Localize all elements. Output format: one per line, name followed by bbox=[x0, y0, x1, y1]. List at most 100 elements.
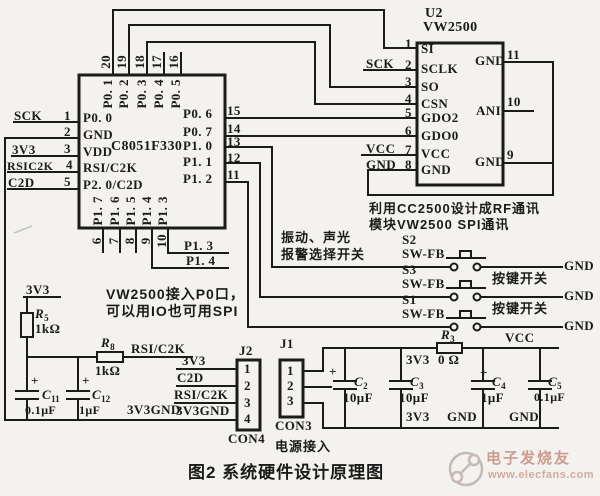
pin-number: 12 bbox=[227, 150, 241, 165]
pin-number: 20 bbox=[98, 54, 114, 69]
annotation-power-in: 电源接入 bbox=[275, 439, 332, 454]
connector-type-con4: CON4 bbox=[228, 431, 265, 446]
resistor-r5 bbox=[20, 312, 34, 338]
pin-label-p16: P1. 6 bbox=[107, 196, 123, 226]
pin-number: 8 bbox=[122, 237, 138, 245]
pin-number: 3 bbox=[405, 74, 412, 89]
component-ref-r8: R8 bbox=[101, 335, 115, 352]
pin-number: 3 bbox=[64, 141, 71, 156]
net-label-vcc: VCC bbox=[366, 141, 396, 156]
net-label-rsic2k: RSIC2K bbox=[7, 159, 54, 173]
net-label-3v3: 3V3 bbox=[406, 352, 430, 367]
pin-number: 2 bbox=[405, 57, 412, 72]
net-label-p13: P1. 3 bbox=[184, 238, 214, 253]
left-rc-network bbox=[15, 296, 193, 421]
wire-p12-s1 bbox=[224, 181, 563, 328]
net-label-c2d: C2D bbox=[177, 370, 204, 385]
net-label-gnd: GND bbox=[564, 258, 595, 273]
component-value-r8: 1kΩ bbox=[95, 363, 121, 378]
component-ref-c3: C3 bbox=[410, 374, 424, 391]
pin-number: 4 bbox=[244, 411, 251, 426]
pin-label-p14: P1. 4 bbox=[139, 196, 155, 226]
net-label-rsi-c2k: RSI/C2K bbox=[131, 341, 186, 356]
component-value-c5: 0.1μF bbox=[534, 390, 566, 404]
pin-label-p20c2d: P2. 0/C2D bbox=[83, 177, 143, 192]
wires-j2 bbox=[174, 368, 238, 404]
connector-type-con3: CON3 bbox=[275, 418, 312, 433]
net-label-3v3gnd: 3V3GND bbox=[176, 403, 230, 418]
wire-pin10-p13 bbox=[167, 227, 229, 254]
component-ref-c12: C12 bbox=[92, 387, 111, 404]
connector-refdes-j1: J1 bbox=[280, 336, 294, 351]
switch-s2-symbol bbox=[446, 250, 486, 272]
resistor-r3 bbox=[436, 342, 463, 354]
net-label-c2d: C2D bbox=[8, 175, 35, 190]
switch-s3-symbol bbox=[446, 280, 486, 302]
component-value-c3: 10μF bbox=[399, 390, 429, 405]
net-label-sck: SCK bbox=[14, 108, 42, 123]
pin-label-p07: P0. 7 bbox=[183, 124, 213, 139]
power-section bbox=[322, 342, 559, 429]
pin-label-p17: P1. 7 bbox=[90, 196, 106, 226]
stub-pins-17-16 bbox=[163, 52, 182, 76]
connector-j2-box bbox=[235, 358, 262, 432]
figure-caption: 图2 系统硬件设计原理图 bbox=[188, 463, 385, 482]
watermark-logo bbox=[448, 451, 484, 487]
pin-label-p02: P0. 2 bbox=[116, 79, 132, 109]
pin-label-p10: P1. 0 bbox=[183, 138, 213, 153]
switch-type: SW-FB bbox=[402, 306, 445, 321]
net-label-rsi-c2k: RSI/C2K bbox=[174, 387, 229, 402]
component-ref-c4: C4 bbox=[492, 374, 506, 391]
wire-p01-si bbox=[112, 9, 418, 76]
switch-refdes-s1: S1 bbox=[402, 292, 417, 307]
pin-label-gdo2: GDO2 bbox=[421, 110, 459, 125]
pin-label-p13: P1. 3 bbox=[155, 196, 171, 226]
pin-number: 2 bbox=[64, 124, 71, 139]
connector-refdes-j2: J2 bbox=[239, 343, 253, 358]
switch-type: SW-FB bbox=[402, 276, 445, 291]
pin-label-rsic2k: RSI/C2K bbox=[83, 160, 138, 175]
pin-label-gnd: GND bbox=[421, 162, 452, 177]
pin-number: 1 bbox=[405, 36, 412, 51]
polarity-plus: + bbox=[480, 365, 488, 380]
net-label-gnd: GND bbox=[564, 318, 595, 333]
pin-number: 13 bbox=[227, 134, 241, 149]
capacitor-c2 bbox=[333, 347, 357, 429]
pin-label-gnd: GND bbox=[475, 154, 506, 169]
pin-label-csn: CSN bbox=[421, 96, 449, 111]
net-label-3v3gnd: 3V3GND bbox=[127, 402, 181, 417]
pin-label-p01: P0. 1 bbox=[100, 79, 116, 109]
pin-number: 1 bbox=[64, 108, 71, 123]
pin-number: 11 bbox=[227, 167, 241, 182]
pin-label-so: SO bbox=[421, 79, 440, 94]
annotation-mcu-note-1: VW2500接入P0口， bbox=[106, 286, 245, 302]
component-value-r3: 0 Ω bbox=[438, 352, 460, 367]
net-label-gnd: GND bbox=[564, 288, 595, 303]
pin-number: 6 bbox=[405, 123, 412, 138]
switch-type: SW-FB bbox=[402, 246, 445, 261]
pin-label-p00: P0. 0 bbox=[83, 110, 113, 125]
net-label-3v3: 3V3 bbox=[26, 282, 50, 297]
switch-refdes-s2: S2 bbox=[402, 232, 417, 247]
pin-label-p12: P1. 2 bbox=[183, 171, 213, 186]
annotation-u2-note-1: 利用CC2500设计成RF通讯 bbox=[369, 201, 541, 216]
annotation-key-switch: 按键开关 bbox=[492, 301, 549, 316]
watermark-url: www.elecfans.com bbox=[488, 469, 595, 481]
pin-label-ani: ANI bbox=[476, 103, 502, 118]
component-value-c4: 1μF bbox=[481, 390, 505, 405]
net-label-gnd: GND bbox=[366, 157, 397, 172]
pin-number: 4 bbox=[405, 91, 412, 106]
pin-label-p11: P1. 1 bbox=[183, 154, 213, 169]
net-label-gnd: GND bbox=[509, 409, 540, 424]
pin-number: 10 bbox=[507, 94, 521, 109]
net-label-gnd: GND bbox=[447, 409, 478, 424]
pin-number: 5 bbox=[405, 105, 412, 120]
pin-number: 2 bbox=[287, 378, 294, 393]
pin-number: 7 bbox=[106, 237, 122, 245]
pin-label-p05: P0. 5 bbox=[168, 79, 184, 109]
capacitor-c3 bbox=[389, 347, 413, 429]
pin-number: 14 bbox=[227, 121, 241, 136]
net-label-vcc: VCC bbox=[505, 330, 535, 345]
resistor-r8 bbox=[96, 351, 124, 363]
